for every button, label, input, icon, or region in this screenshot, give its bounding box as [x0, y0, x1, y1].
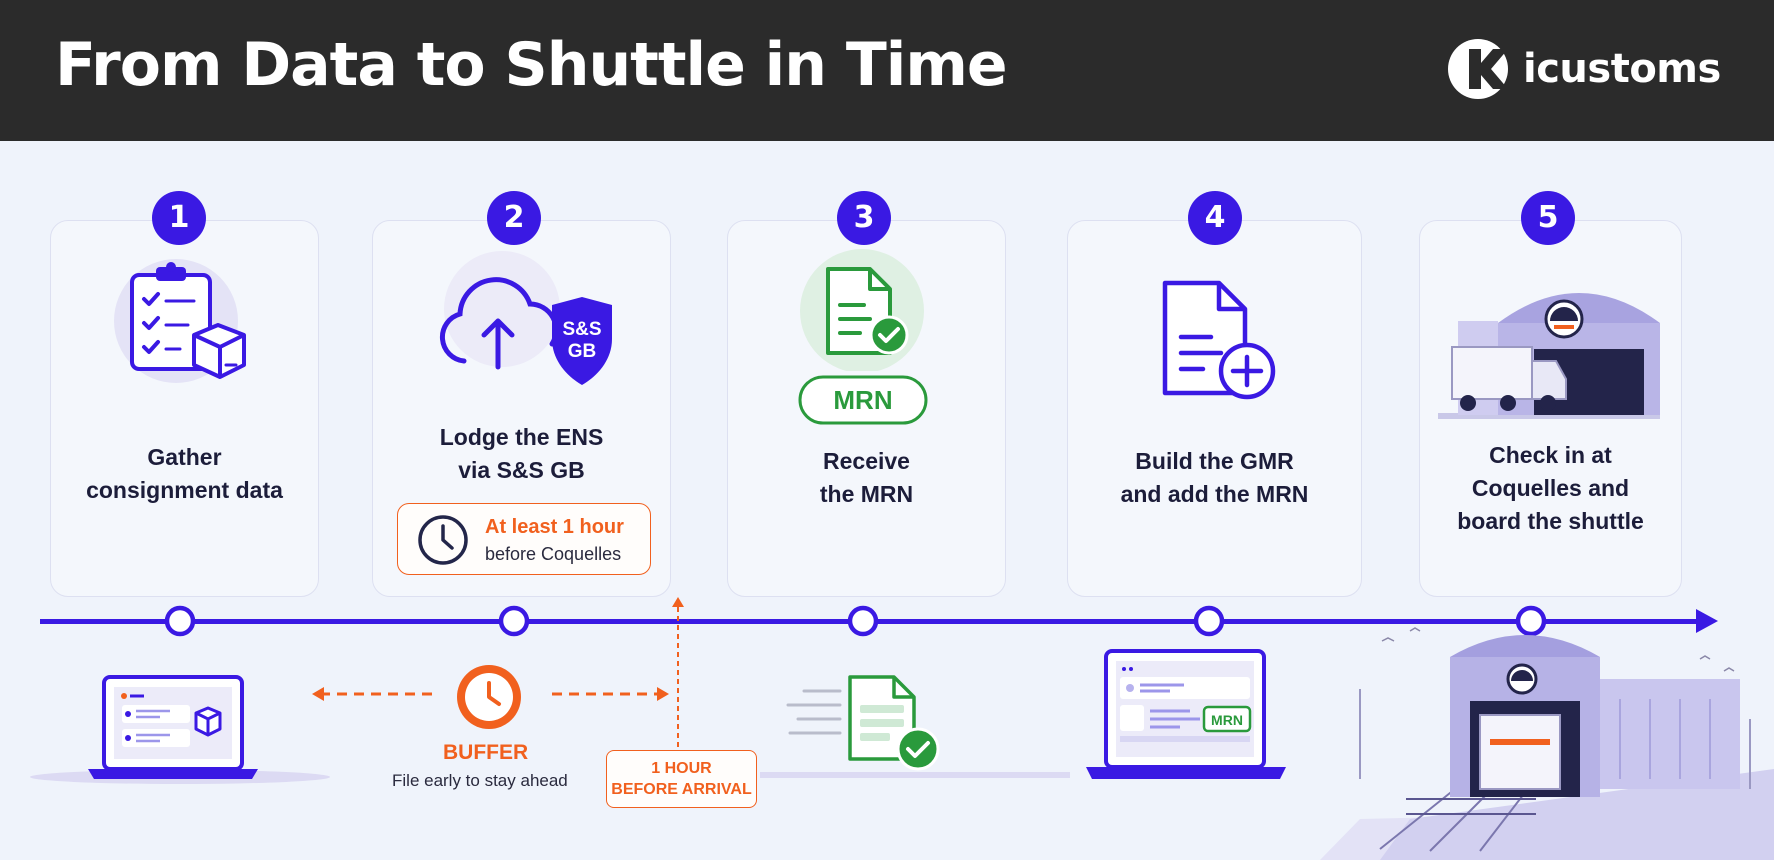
step-number-1: 1: [152, 191, 206, 245]
clipboard-box-icon: [96, 257, 256, 387]
mrn-pill: MRN: [798, 375, 928, 425]
step-number-3: 3: [837, 191, 891, 245]
deadline-title: At least 1 hour: [485, 516, 624, 538]
mrn-pill-text: MRN: [833, 385, 892, 415]
terminal-truck-icon: [1438, 275, 1660, 423]
step-number-5: 5: [1521, 191, 1575, 245]
laptop-mrn-icon: MRN: [1086, 649, 1286, 785]
deadline-subtitle: before Coquelles: [485, 544, 622, 564]
terminal-scene-icon: [1320, 619, 1774, 860]
page-title: From Data to Shuttle in Time: [55, 30, 1008, 100]
icustoms-logo-icon: [1448, 39, 1508, 99]
clock-icon: [418, 515, 468, 565]
header-bar: From Data to Shuttle in Time icustoms: [0, 0, 1774, 141]
process-diagram: 1 2 3 4 5 Gather consignment data S&S GB: [0, 141, 1774, 860]
deadline-callout: At least 1 hour before Coquelles: [397, 503, 651, 575]
shield-line-2: GB: [568, 341, 597, 362]
document-check-icon: [790, 249, 930, 371]
step-label-1: Gather consignment data: [86, 444, 283, 503]
step-label-2: Lodge the ENS via S&S GB: [439, 424, 604, 483]
arrival-marker-line: [670, 595, 686, 753]
brand-name: icustoms: [1523, 46, 1721, 92]
buffer-subtitle: File early to stay ahead: [392, 771, 568, 790]
buffer-title: BUFFER: [443, 741, 529, 764]
step-card-1: [50, 220, 319, 597]
timeline-arrow-icon: [1696, 609, 1718, 633]
laptop-badge-text: MRN: [1211, 712, 1243, 728]
shield-line-1: S&S: [562, 319, 601, 340]
document-add-icon: [1155, 277, 1279, 403]
timeline-node-5: [1515, 605, 1547, 637]
buffer-clock-icon: [455, 663, 523, 731]
step-number-2: 2: [487, 191, 541, 245]
step-label-3: Receive the MRN: [819, 448, 914, 507]
buffer-arrows: [312, 659, 674, 727]
timeline-node-2: [498, 605, 530, 637]
step-label-4: Build the GMR and add the MRN: [1120, 448, 1309, 507]
step-number-4: 4: [1188, 191, 1242, 245]
step-label-5: Check in at Coquelles and board the shut…: [1457, 442, 1644, 534]
arrival-marker-label: 1 HOUR BEFORE ARRIVAL: [606, 750, 757, 808]
laptop-form-icon: [30, 641, 340, 791]
document-sent-icon: [760, 651, 1070, 783]
timeline-node-1: [164, 605, 196, 637]
cloud-upload-shield-icon: S&S GB: [436, 249, 616, 399]
timeline-node-4: [1193, 605, 1225, 637]
timeline-node-3: [847, 605, 879, 637]
brand-logo[interactable]: icustoms: [1447, 35, 1747, 105]
process-timeline: [40, 598, 1740, 644]
